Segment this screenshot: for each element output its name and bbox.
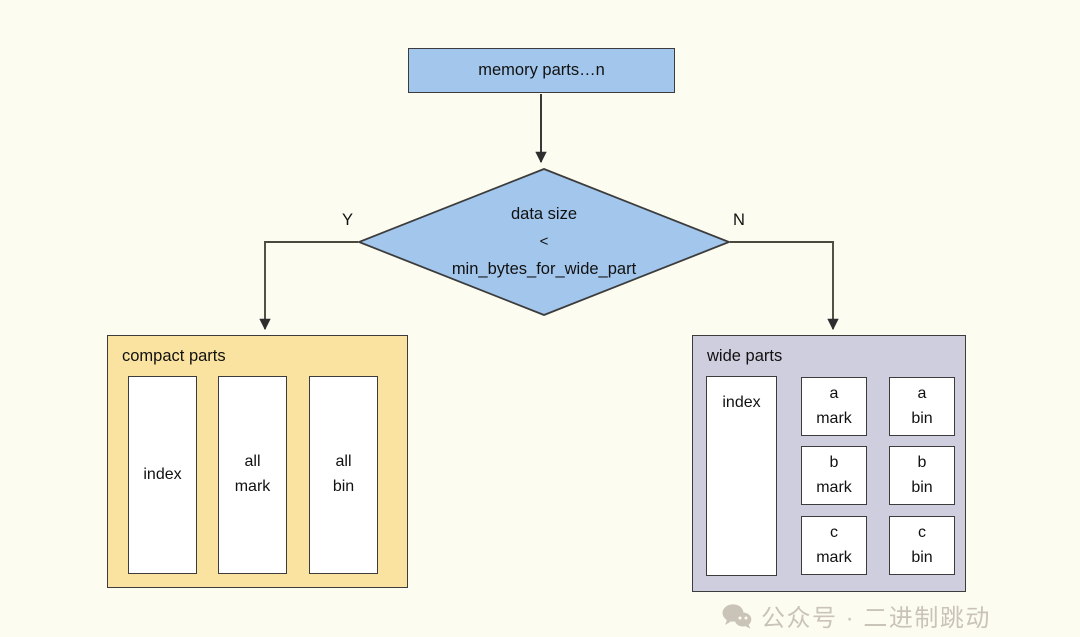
- decision-diamond-shape: [356, 168, 732, 316]
- branch-label-yes: Y: [342, 211, 354, 229]
- watermark-text: 公众号 · 二进制跳动: [761, 605, 991, 632]
- wide-cell-index[interactable]: index: [706, 376, 777, 576]
- connector-no-to-wide: [730, 241, 839, 331]
- wide-cell-a-mark-line2: mark: [816, 409, 852, 427]
- wide-cell-c-bin[interactable]: c bin: [889, 516, 955, 575]
- wide-cell-c-bin-line1: c: [918, 523, 926, 541]
- wide-cell-a-bin-line1: a: [917, 384, 927, 402]
- wide-cell-a-bin-line2: bin: [911, 409, 933, 427]
- compact-cell-all-mark-line2: mark: [234, 478, 271, 495]
- wide-cell-a-mark[interactable]: a mark: [801, 377, 867, 436]
- wide-cell-c-mark[interactable]: c mark: [801, 516, 867, 575]
- group-wide-parts-title: wide parts: [707, 347, 783, 365]
- group-wide-parts[interactable]: wide parts index a mark a bin b mark b b…: [692, 335, 966, 592]
- wide-cell-c-mark-line2: mark: [816, 548, 852, 566]
- wide-cell-b-bin[interactable]: b bin: [889, 446, 955, 505]
- wide-cell-index-label: index: [722, 394, 761, 411]
- watermark: 公众号 · 二进制跳动: [722, 598, 991, 633]
- compact-cell-all-mark[interactable]: all mark: [218, 376, 287, 574]
- compact-cell-index[interactable]: index: [128, 376, 197, 574]
- compact-cell-all-bin-line2: bin: [332, 478, 355, 495]
- node-memory-parts[interactable]: memory parts…n: [408, 48, 675, 93]
- compact-cell-all-bin-line1: all: [335, 453, 352, 471]
- branch-label-no: N: [733, 211, 745, 229]
- group-compact-parts-title: compact parts: [122, 347, 226, 365]
- wide-cell-b-mark[interactable]: b mark: [801, 446, 867, 505]
- wide-cell-c-bin-line2: bin: [911, 548, 933, 566]
- node-decision-data-size[interactable]: data size < min_bytes_for_wide_part: [356, 168, 732, 316]
- group-compact-parts[interactable]: compact parts index all mark all bin: [107, 335, 408, 588]
- wide-cell-b-mark-line1: b: [829, 453, 839, 471]
- connector-yes-to-compact: [259, 241, 358, 331]
- wechat-icon: [722, 603, 752, 629]
- compact-cell-all-mark-line1: all: [244, 453, 261, 471]
- compact-cell-all-bin[interactable]: all bin: [309, 376, 378, 574]
- wide-cell-b-bin-line2: bin: [911, 478, 933, 496]
- compact-cell-index-line1: index: [143, 465, 182, 483]
- wide-cell-b-mark-line2: mark: [816, 478, 852, 496]
- node-memory-parts-label: memory parts…n: [478, 60, 605, 79]
- wide-cell-a-bin[interactable]: a bin: [889, 377, 955, 436]
- wide-cell-b-bin-line1: b: [917, 453, 927, 471]
- wide-cell-a-mark-line1: a: [829, 384, 839, 402]
- wide-cell-c-mark-line1: c: [830, 523, 838, 541]
